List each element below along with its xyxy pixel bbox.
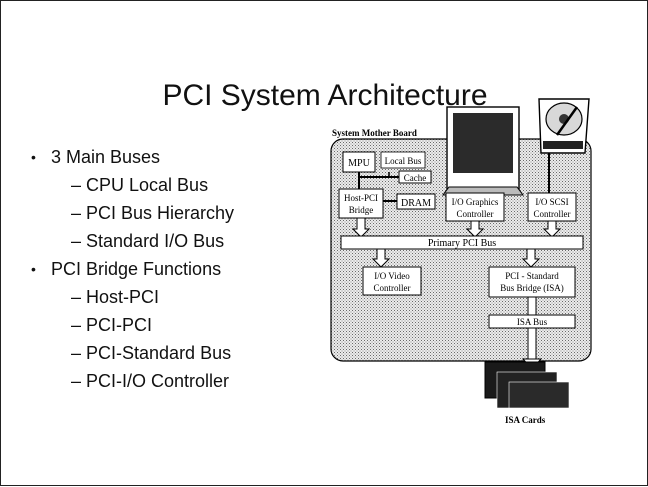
bus-arrows bbox=[351, 217, 562, 268]
subbullet-text: Standard I/O Bus bbox=[86, 231, 225, 251]
video-controller-box bbox=[362, 266, 422, 296]
video-arrow bbox=[371, 248, 391, 268]
subbullet-text: PCI-I/O Controller bbox=[86, 371, 230, 391]
board-label: System Mother Board bbox=[332, 128, 417, 138]
bullet-list: • 3 Main Buses – CPU Local Bus – PCI Bus … bbox=[31, 143, 234, 395]
subbullet: – Host-PCI bbox=[71, 287, 160, 307]
subbullet: – PCI-Standard Bus bbox=[71, 343, 232, 363]
hard-disk-icon bbox=[538, 98, 590, 154]
primary-bus-label: Primary PCI Bus bbox=[428, 238, 496, 249]
isa-bridge-label-line1: PCI - Standard bbox=[505, 271, 559, 281]
subbullet-text: Host-PCI bbox=[86, 287, 160, 307]
isa-bridge-arrow bbox=[521, 248, 541, 268]
bullet-bridge-functions: • PCI Bridge Functions bbox=[31, 255, 234, 283]
host-pci-label-line2: Bridge bbox=[349, 205, 374, 215]
primary-pci-bus bbox=[340, 235, 584, 250]
isa-bus-label: ISA Bus bbox=[517, 317, 548, 327]
subbullet: – Standard I/O Bus bbox=[71, 231, 225, 251]
isa-cards-label: ISA Cards bbox=[505, 415, 546, 425]
cache-label: Cache bbox=[404, 173, 427, 183]
graphics-controller-box bbox=[445, 192, 505, 222]
monitor-icon bbox=[442, 106, 524, 196]
subbullet-text: CPU Local Bus bbox=[86, 175, 209, 195]
slide-title: PCI System Architecture bbox=[162, 79, 488, 112]
graphics-label-line2: Controller bbox=[457, 209, 494, 219]
subbullet-text: PCI-Standard Bus bbox=[86, 343, 232, 363]
scsi-label-line2: Controller bbox=[534, 209, 571, 219]
scsi-arrow bbox=[542, 220, 562, 238]
subbullet-text: PCI Bus Hierarchy bbox=[86, 203, 235, 223]
graphics-arrow bbox=[465, 220, 485, 238]
local-bus-box bbox=[380, 151, 426, 169]
video-label-line2: Controller bbox=[374, 283, 411, 293]
isa-bridge-label-line2: Bus Bridge (ISA) bbox=[500, 283, 564, 293]
bullet-dot-icon: • bbox=[31, 149, 36, 165]
subbullet: – CPU Local Bus bbox=[71, 175, 209, 195]
subbullet: – PCI-I/O Controller bbox=[71, 371, 230, 391]
local-bus-label: Local Bus bbox=[385, 156, 422, 166]
bullet-text: PCI Bridge Functions bbox=[51, 259, 222, 279]
cache-box bbox=[398, 170, 432, 184]
bullet-text: 3 Main Buses bbox=[51, 147, 161, 167]
isa-cards-icon bbox=[484, 361, 570, 409]
subbullet: – PCI Bus Hierarchy bbox=[71, 203, 235, 223]
video-label-line1: I/O Video bbox=[374, 271, 410, 281]
host-bridge-arrow bbox=[351, 217, 371, 238]
bullet-dot-icon: • bbox=[31, 261, 36, 277]
isa-bridge-box bbox=[488, 266, 576, 298]
host-pci-label-line1: Host-PCI bbox=[344, 193, 378, 203]
subbullet-text: PCI-PCI bbox=[86, 315, 153, 335]
graphics-label-line1: I/O Graphics bbox=[452, 197, 499, 207]
bullet-main-buses: • 3 Main Buses bbox=[31, 143, 234, 171]
scsi-label-line1: I/O SCSI bbox=[535, 197, 568, 207]
dram-label: DRAM bbox=[401, 198, 431, 209]
mpu-label: MPU bbox=[348, 158, 370, 169]
host-pci-bridge-box bbox=[338, 188, 384, 219]
subbullet: – PCI-PCI bbox=[71, 315, 153, 335]
